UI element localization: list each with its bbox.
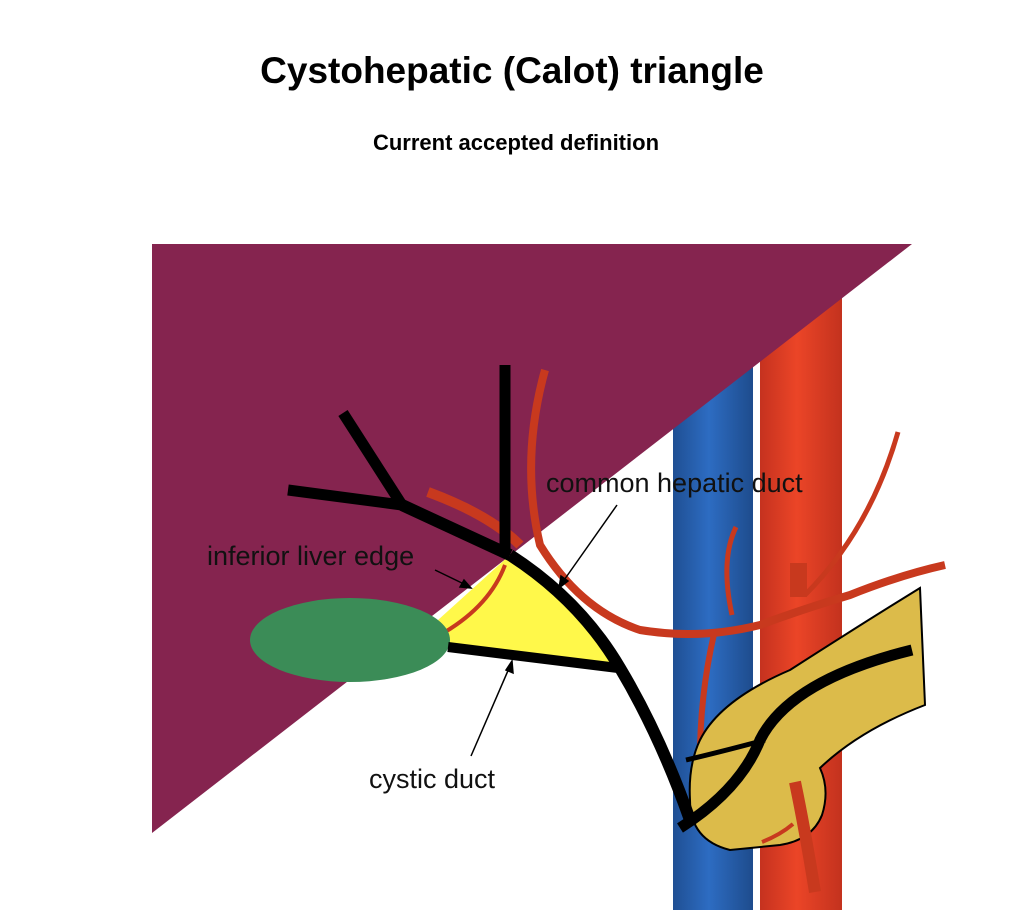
right-hepatic-duct	[399, 499, 513, 561]
pancreatic-artery	[789, 780, 821, 893]
left-branch-artery	[426, 487, 524, 549]
upper-right-artery	[803, 431, 901, 597]
right-hepatic-duct-lower	[287, 484, 403, 511]
arrowhead-cystic-duct	[504, 658, 514, 675]
annotation-arrows	[434, 504, 618, 757]
arrowhead-common-hepatic-duct	[557, 574, 570, 590]
arrow-common-hepatic-duct	[561, 504, 618, 584]
common-hepatic-duct	[506, 549, 696, 822]
cystic-duct	[447, 642, 619, 673]
label-cystic-duct: cystic duct	[369, 764, 496, 794]
label-common-hepatic-duct: common hepatic duct	[546, 468, 803, 498]
bile-duct-tree	[287, 365, 914, 833]
arrow-cystic-duct	[470, 665, 511, 757]
label-inferior-liver-edge: inferior liver edge	[207, 541, 414, 571]
cystic-artery	[443, 564, 507, 634]
arrowhead-inferior-liver-edge	[458, 578, 473, 589]
hepatic-artery	[426, 368, 946, 781]
diagram-title: Cystohepatic (Calot) triangle	[260, 50, 764, 91]
small-artery	[761, 822, 795, 844]
liver	[152, 244, 912, 833]
right-hepatic-duct-upper	[338, 410, 407, 508]
arrow-inferior-liver-edge	[434, 569, 467, 586]
gallbladder	[250, 598, 450, 682]
arterial-stub	[790, 563, 807, 597]
diagram-subtitle: Current accepted definition	[372, 130, 660, 155]
calot-triangle	[438, 555, 615, 665]
pancreatic-duct	[685, 737, 766, 763]
arterial-branch	[724, 525, 739, 616]
right-hepatic-artery	[527, 368, 946, 638]
